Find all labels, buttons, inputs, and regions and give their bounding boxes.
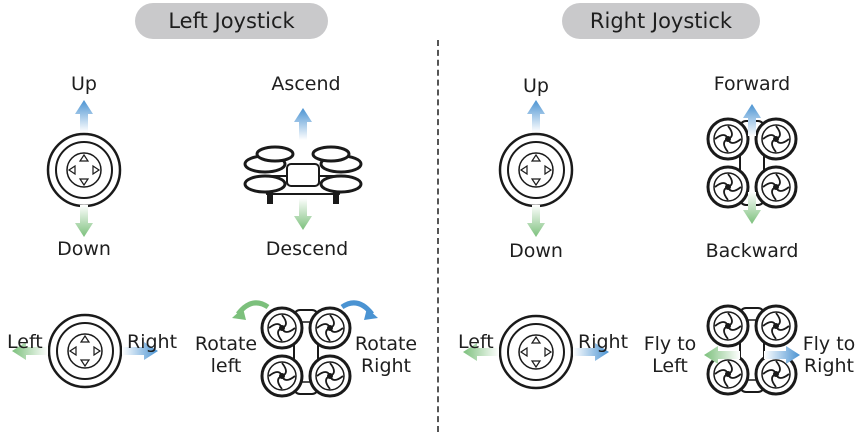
- rotate-left-line-2: left: [210, 355, 242, 377]
- label-ascend: Ascend: [271, 73, 341, 95]
- descend-arrow-icon: [294, 198, 312, 230]
- label-right: Right: [127, 331, 178, 353]
- drone-top-view-icon: [708, 104, 796, 224]
- label-left: Left: [458, 331, 494, 353]
- label-left: Left: [7, 331, 43, 353]
- right-pitch-joystick: [498, 100, 574, 237]
- rotate-left-line-1: Rotate: [194, 333, 258, 355]
- label-fly-to-right: Fly to Right: [796, 333, 862, 377]
- fly-left-line-1: Fly to: [643, 333, 697, 355]
- label-down: Down: [57, 238, 111, 260]
- label-backward: Backward: [705, 240, 799, 262]
- label-down: Down: [509, 240, 563, 262]
- rotate-right-line-2: Right: [360, 355, 412, 377]
- rotate-right-line-1: Rotate: [354, 333, 418, 355]
- label-forward: Forward: [713, 73, 791, 95]
- section-divider: [437, 40, 439, 432]
- up-arrow-icon: [75, 100, 93, 132]
- up-arrow-icon: [527, 100, 545, 132]
- drone-rotate-icon: [232, 300, 378, 396]
- label-fly-to-left: Fly to Left: [632, 333, 708, 377]
- label-descend: Descend: [265, 238, 349, 260]
- left-throttle-joystick: [46, 100, 122, 237]
- down-arrow-icon: [75, 205, 93, 237]
- label-rotate-left: Rotate left: [192, 333, 260, 377]
- label-up: Up: [523, 75, 549, 97]
- right-joystick-title: Right Joystick: [562, 3, 760, 39]
- drone-side-view-icon: [243, 108, 363, 230]
- left-joystick-title: Left Joystick: [135, 3, 328, 39]
- ascend-arrow-icon: [294, 108, 312, 140]
- fly-left-line-2: Left: [652, 355, 688, 377]
- drone-fly-sideways-icon: [704, 306, 800, 394]
- label-up: Up: [71, 73, 97, 95]
- label-rotate-right: Rotate Right: [352, 333, 420, 377]
- label-right: Right: [578, 331, 629, 353]
- down-arrow-icon: [527, 205, 545, 237]
- fly-right-line-1: Fly to: [802, 333, 856, 355]
- fly-right-line-2: Right: [803, 355, 855, 377]
